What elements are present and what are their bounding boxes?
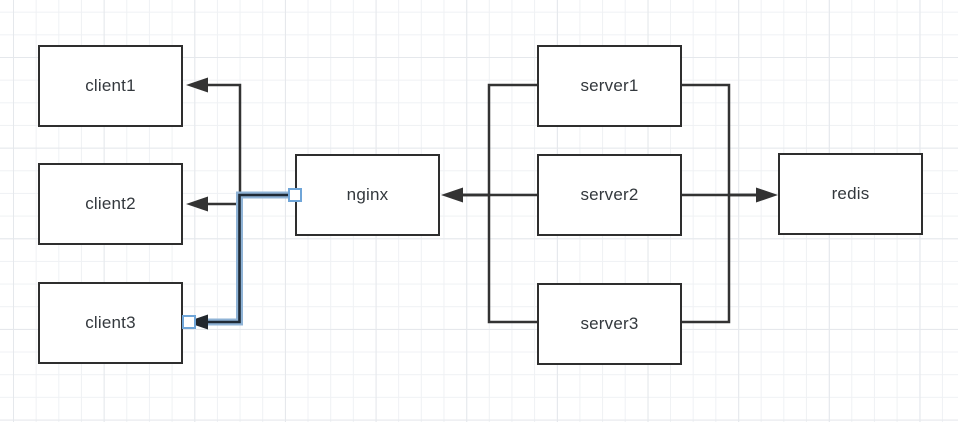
node-label: server2 — [580, 185, 639, 204]
node-server1[interactable]: server1 — [537, 45, 682, 127]
node-client1[interactable]: client1 — [38, 45, 183, 127]
node-label: redis — [831, 184, 870, 203]
edge-server3-redis[interactable] — [682, 193, 756, 324]
node-label: server3 — [580, 314, 639, 333]
selected-edge-core — [208, 193, 295, 324]
arrowhead-client3 — [186, 314, 208, 330]
node-label: nginx — [346, 185, 389, 204]
edge-server3-nginx[interactable] — [463, 193, 537, 324]
node-client3[interactable]: client3 — [38, 282, 183, 364]
node-client2[interactable]: client2 — [38, 163, 183, 245]
node-label: client3 — [85, 313, 136, 332]
edge-server1-nginx[interactable] — [463, 83, 537, 197]
edge-endpoint-handle-source[interactable] — [288, 188, 302, 202]
edge-server2-redis[interactable] — [682, 187, 778, 203]
edge-server2-nginx[interactable] — [441, 187, 537, 203]
edge-nginx-client1[interactable] — [186, 77, 295, 197]
edge-endpoint-handle-target[interactable] — [182, 315, 196, 329]
arrowhead-redis — [756, 187, 778, 203]
edge-nginx-client3-selected[interactable] — [186, 191, 295, 330]
arrowhead-nginx — [441, 187, 463, 203]
node-label: client1 — [85, 76, 136, 95]
node-label: server1 — [580, 76, 639, 95]
node-label: client2 — [85, 194, 136, 213]
node-nginx[interactable]: nginx — [295, 154, 440, 236]
node-redis[interactable]: redis — [778, 153, 923, 235]
node-server3[interactable]: server3 — [537, 283, 682, 365]
arrowhead-client2 — [186, 196, 208, 212]
selected-edge-halo — [208, 191, 295, 326]
node-server2[interactable]: server2 — [537, 154, 682, 236]
edge-server1-redis[interactable] — [682, 83, 756, 197]
arrowhead-client1 — [186, 77, 208, 93]
